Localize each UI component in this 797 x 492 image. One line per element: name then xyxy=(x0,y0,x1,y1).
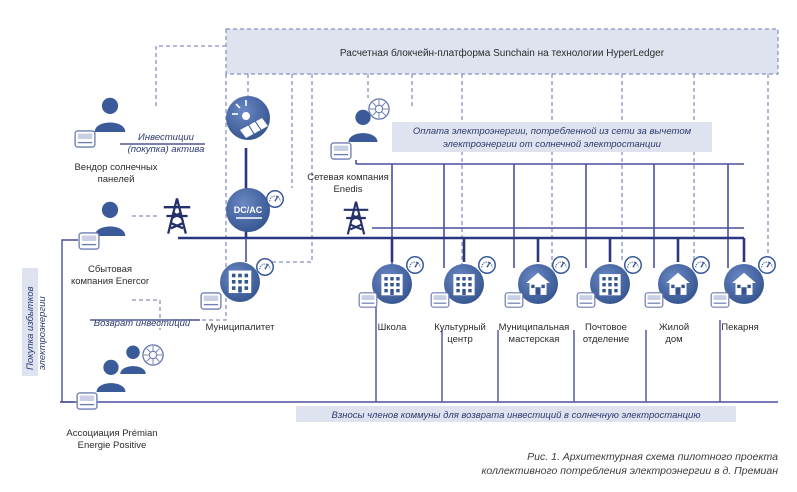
consumer-label: мастерская xyxy=(509,334,560,345)
meter-icon xyxy=(200,292,222,310)
payment-text-line1: Оплата электроэнергии, потребленной из с… xyxy=(413,126,692,137)
excess-purchase-line1: Покупка избытков xyxy=(25,286,36,370)
meter-icon xyxy=(576,292,596,308)
consumer-label: центр xyxy=(447,334,473,345)
person-icon xyxy=(94,201,126,236)
vendor-label-line2: панелей xyxy=(98,174,135,185)
solar-station: DC/AC xyxy=(226,96,284,232)
meter-icon xyxy=(76,392,98,410)
municipality-label: Муниципалитет xyxy=(206,322,276,333)
grid-label-line1: Сетевая компания xyxy=(307,172,389,183)
consumer-5: Пекарня xyxy=(710,256,776,333)
excess-purchase-band: Покупка избытков электроэнергии xyxy=(22,239,78,403)
municipality-actor: Муниципалитет xyxy=(200,258,276,333)
meter-icon xyxy=(74,130,96,148)
supplier-label-line2: компания Enercor xyxy=(71,276,149,287)
return-lines xyxy=(60,300,778,403)
payment-band: Оплата электроэнергии, потребленной из с… xyxy=(392,122,712,152)
blockchain-platform-band: Расчетная блокчейн-платформа Sunchain на… xyxy=(225,28,779,75)
converter-label: DC/AC xyxy=(234,205,263,215)
meter-icon xyxy=(78,232,100,250)
consumer-label: Муниципальная xyxy=(499,322,570,333)
investment-note-line2: (покупка) актива xyxy=(128,144,205,155)
meter-gauge-icon xyxy=(624,256,642,274)
return-note: Возврат инвестиций xyxy=(94,318,191,329)
supplier-label-line1: Сбытовая xyxy=(88,264,132,275)
data-links xyxy=(132,45,769,330)
meter-icon xyxy=(430,292,450,308)
payment-lines xyxy=(355,160,744,268)
person-icon xyxy=(120,345,146,374)
power-lines xyxy=(178,148,746,262)
consumer-label: Пекарня xyxy=(721,322,758,333)
meter-icon xyxy=(330,142,352,160)
association-label-line1: Ассоциация Prémian xyxy=(66,428,157,439)
meter-gauge-icon xyxy=(552,256,570,274)
association-actor: Ассоциация Prémian Energie Positive xyxy=(66,344,164,451)
vendor-actor: Вендор солнечных панелей xyxy=(74,97,158,185)
consumer-label: Культурный xyxy=(434,322,486,333)
contributions-text: Взносы членов коммуны для возврата инвес… xyxy=(332,410,701,421)
excess-purchase-line2: электроэнергии xyxy=(37,296,48,370)
service-lines xyxy=(245,227,744,262)
payment-text-line2: электроэнергии от солнечной электростанц… xyxy=(443,139,662,150)
meter-gauge-icon xyxy=(758,256,776,274)
supplier-actor: Сбытовая компания Enercor xyxy=(71,201,149,287)
figure-caption-line2: коллективного потребления электроэнергии… xyxy=(481,465,778,477)
office-building-icon-glyph xyxy=(453,274,475,296)
meter-icon xyxy=(710,292,730,308)
grid-label-line2: Enedis xyxy=(333,184,362,195)
grid-company-actor: Сетевая компания Enedis xyxy=(307,98,390,195)
meter-icon xyxy=(644,292,664,308)
inverter-icon xyxy=(226,188,270,232)
person-icon xyxy=(94,97,126,132)
platform-title: Расчетная блокчейн-платформа Sunchain на… xyxy=(340,47,665,59)
meter-icon xyxy=(504,292,524,308)
power-tower-icon xyxy=(162,197,192,235)
figure-caption-line1: Рис. 1. Архитектурная схема пилотного пр… xyxy=(527,451,778,463)
association-label-line2: Energie Positive xyxy=(78,440,147,451)
meter-icon xyxy=(358,292,378,308)
meter-gauge-icon xyxy=(266,190,284,208)
town-hall-icon xyxy=(228,270,252,294)
consumer-label: Жилой xyxy=(659,322,689,333)
investment-note-line1: Инвестиции xyxy=(138,132,195,143)
contributions-band: Взносы членов коммуны для возврата инвес… xyxy=(296,406,736,422)
post-office-icon-glyph xyxy=(599,274,621,296)
vendor-label-line1: Вендор солнечных xyxy=(74,162,157,173)
consumer-label: дом xyxy=(665,334,682,345)
consumer-label: Почтовое xyxy=(585,322,627,333)
meter-gauge-icon xyxy=(478,256,496,274)
consumer-0: Школа xyxy=(358,256,424,333)
consumer-label: Школа xyxy=(378,322,408,333)
power-tower-icon xyxy=(342,200,370,236)
meter-gauge-icon xyxy=(692,256,710,274)
blockchain-node-icon xyxy=(142,344,164,366)
blockchain-node-icon xyxy=(368,98,390,120)
meter-gauge-icon xyxy=(256,258,274,276)
person-icon xyxy=(96,359,126,392)
meter-gauge-icon xyxy=(406,256,424,274)
school-building-icon-glyph xyxy=(381,274,403,296)
consumer-label: отделение xyxy=(583,334,629,345)
